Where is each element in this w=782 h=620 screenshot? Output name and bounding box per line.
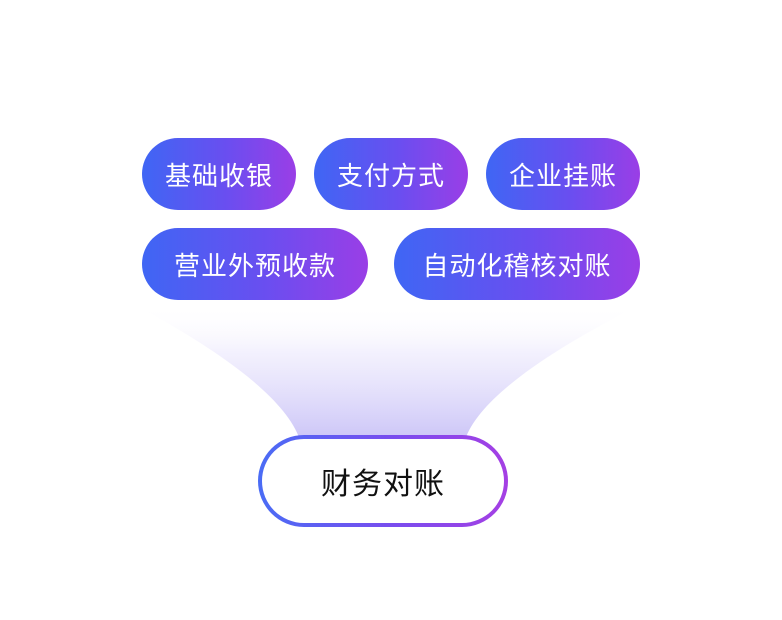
source-pill-label: 企业挂账 [508, 161, 617, 192]
target-pill-label: 财务对账 [321, 467, 445, 502]
target-pill-body: 财务对账 [262, 439, 504, 523]
source-pill-payment-method: 支付方式 [314, 138, 468, 210]
source-pill-label: 营业外预收款 [173, 251, 336, 282]
source-pill-label: 基础收银 [164, 161, 273, 192]
source-pill-auto-audit-reconciliation: 自动化稽核对账 [394, 228, 640, 300]
target-pill-financial-reconciliation: 财务对账 [258, 435, 508, 527]
source-pill-label: 支付方式 [336, 161, 445, 192]
source-pill-basic-cashier: 基础收银 [142, 138, 296, 210]
source-pill-corporate-account: 企业挂账 [486, 138, 640, 210]
source-pill-non-operating-prepayment: 营业外预收款 [142, 228, 368, 300]
source-pill-label: 自动化稽核对账 [422, 251, 612, 282]
